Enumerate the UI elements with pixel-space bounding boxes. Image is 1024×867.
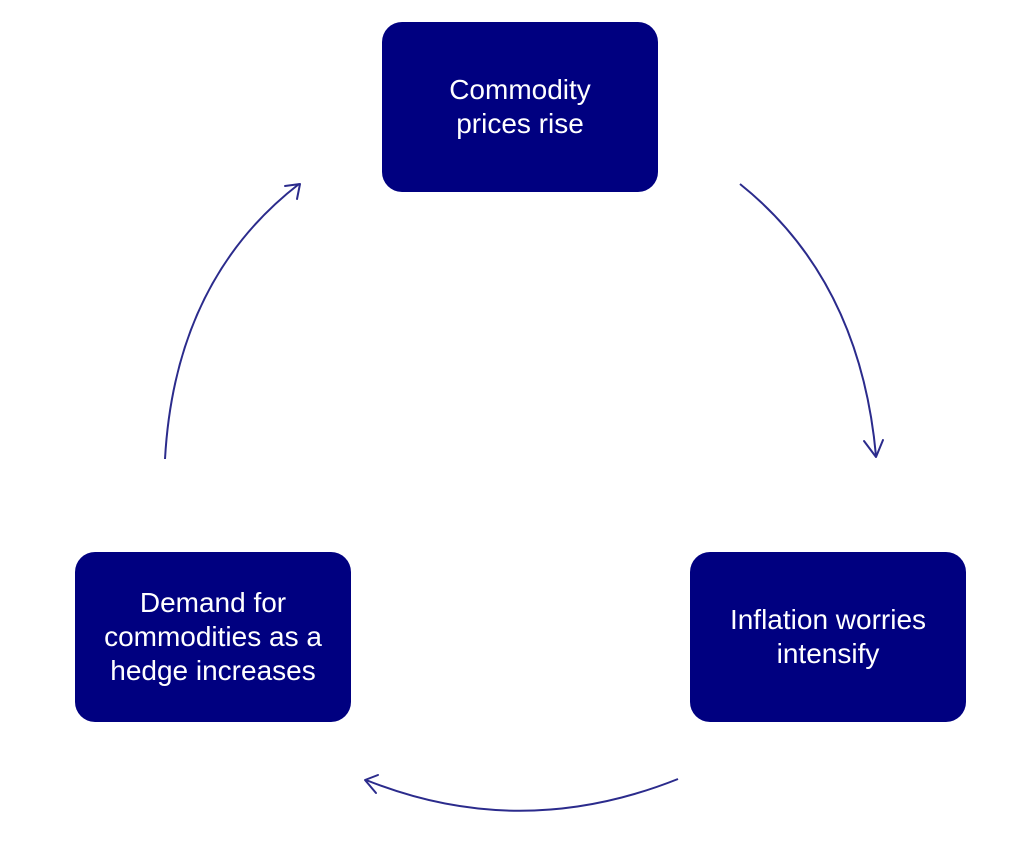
- node-inflation-worries-intensify-label: Inflation worries intensify: [729, 604, 927, 669]
- arrow-left-to-top: [164, 183, 301, 460]
- node-inflation-worries-intensify: Inflation worries intensify: [690, 552, 966, 722]
- arrow-right-to-left-curve: [365, 778, 679, 812]
- arrow-top-to-right: [739, 183, 884, 458]
- arrow-left-to-top-head: [284, 183, 301, 200]
- arrow-top-to-right-head: [863, 439, 884, 458]
- node-demand-for-commodities-hedge-label: Demand for commodities as a hedge increa…: [104, 587, 322, 686]
- node-demand-for-commodities-hedge: Demand for commodities as a hedge increa…: [75, 552, 351, 722]
- arrow-top-to-right-curve: [739, 183, 877, 457]
- arrow-right-to-left: [364, 774, 679, 812]
- arrow-left-to-top-curve: [164, 183, 300, 460]
- node-commodity-prices-rise-label: Commodity prices rise: [449, 74, 591, 139]
- arrow-right-to-left-head: [364, 774, 379, 794]
- node-commodity-prices-rise: Commodity prices rise: [382, 22, 658, 192]
